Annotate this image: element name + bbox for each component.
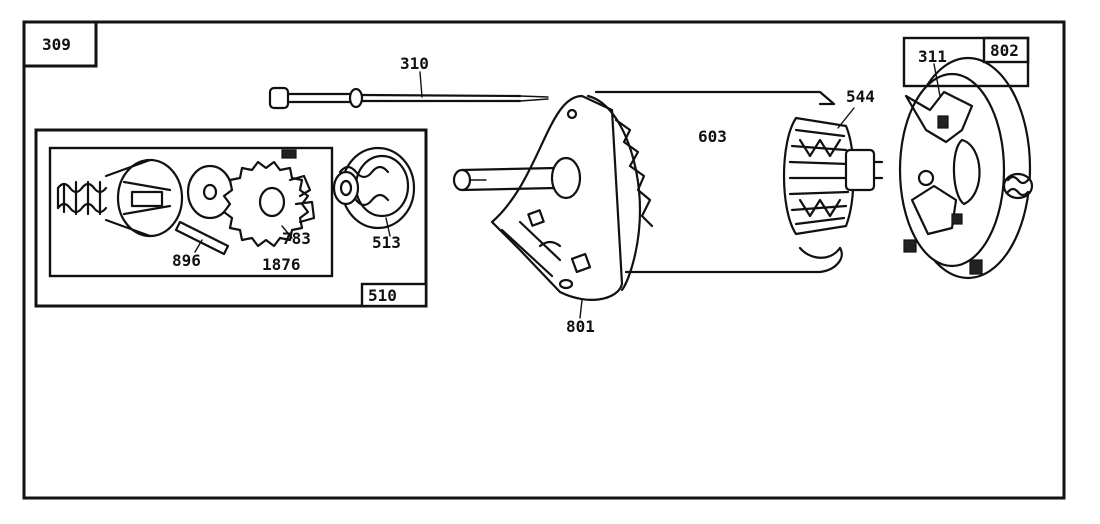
part-310-through-bolt — [268, 71, 549, 110]
armature-shaft — [452, 156, 582, 200]
label-802-box — [982, 36, 1030, 64]
label-896: 896 — [172, 251, 201, 270]
label-1876: 1876 — [262, 255, 301, 274]
part-603-motor-housing — [594, 90, 843, 274]
part-513-drive-spring — [332, 146, 416, 237]
subassembly-outer-box — [34, 128, 428, 308]
assembly-number: 309 — [42, 35, 71, 54]
subassembly-number: 510 — [368, 286, 397, 305]
label-513: 513 — [372, 233, 401, 252]
subassembly-number-box: 510 — [360, 282, 428, 308]
label-544: 544 — [846, 87, 875, 106]
part-801-drive-end-cap — [490, 94, 654, 319]
part-896-spring-collar — [56, 158, 230, 256]
outer-frame — [22, 20, 1066, 500]
part-1876-pinion-gear — [222, 149, 316, 248]
label-311-box — [902, 36, 1030, 88]
label-310: 310 — [400, 54, 429, 73]
label-801: 801 — [566, 317, 595, 336]
subassembly-inner-box — [48, 146, 334, 278]
label-603: 603 — [698, 127, 727, 146]
label-311: 311 — [918, 47, 947, 66]
label-783: 783 — [282, 229, 311, 248]
assembly-number-box: 309 — [22, 20, 98, 68]
part-544-armature — [782, 107, 884, 236]
part-802-end-cap — [898, 56, 1034, 280]
label-802: 802 — [990, 41, 1019, 60]
